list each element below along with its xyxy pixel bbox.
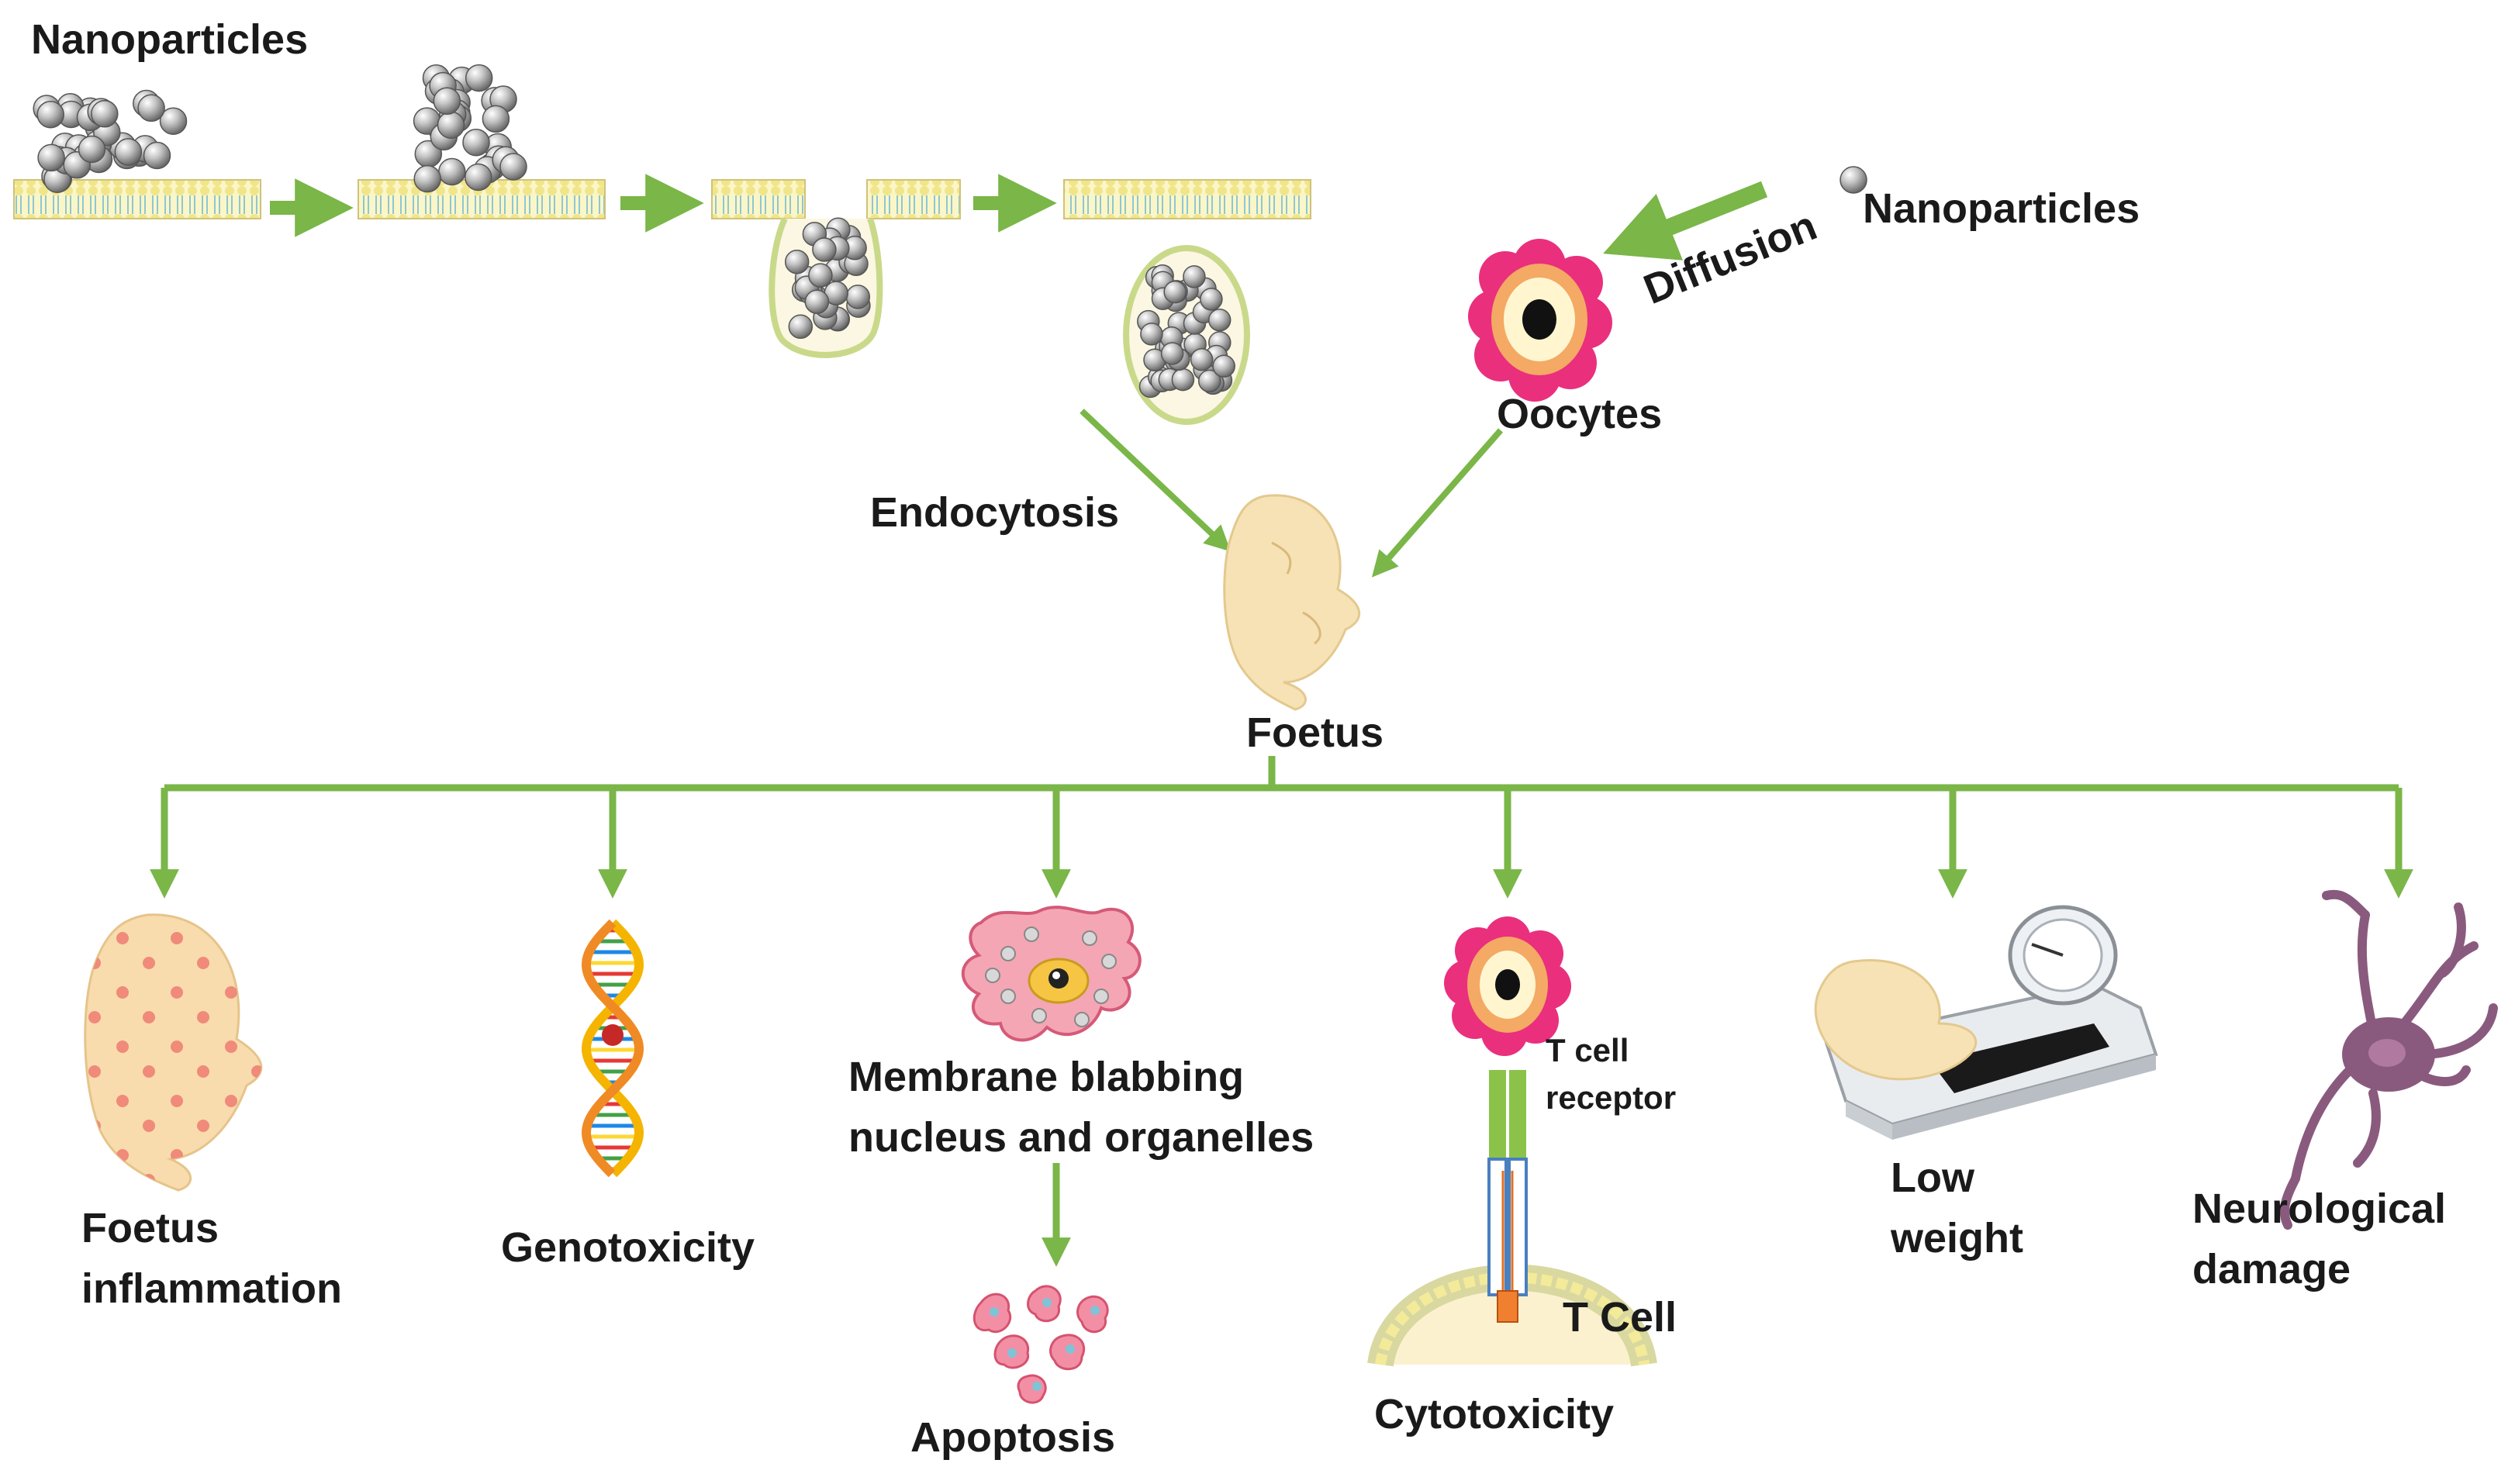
t-cell-icon xyxy=(1367,916,1657,1368)
nanoparticle-cluster-icon xyxy=(33,89,188,193)
t-cell-receptor-label: T cell receptor xyxy=(1546,1032,1677,1116)
to-foetus-arrows xyxy=(1080,409,1504,578)
low-weight-label: Low weight xyxy=(1891,1154,2023,1262)
foetus-icon xyxy=(1223,494,1360,711)
foetus-label: Foetus xyxy=(1246,709,1384,756)
blebbing-cell-icon xyxy=(961,906,1142,1042)
nanoparticles-label-right: Nanoparticles xyxy=(1863,185,2140,232)
oocytes-label: Oocytes xyxy=(1497,391,1663,437)
nanoparticle-cluster-icon xyxy=(413,64,527,193)
membrane-blabbing-label: Membrane blabbing nucleus and organelles xyxy=(848,1054,1314,1161)
process-arrows xyxy=(270,174,1057,237)
t-cell-label: T Cell xyxy=(1563,1294,1677,1341)
oocyte-icon xyxy=(1468,239,1612,402)
cytotoxicity-label: Cytotoxicity xyxy=(1374,1391,1615,1437)
inflamed-foetus-icon xyxy=(84,913,263,1192)
neuron-icon xyxy=(2279,889,2498,1230)
dna-helix-icon xyxy=(581,919,644,1178)
foetus-inflammation-label: Foetus inflammation xyxy=(81,1205,343,1313)
genotoxicity-label: Genotoxicity xyxy=(501,1224,755,1271)
neurological-damage-label: Neurological damage xyxy=(2192,1185,2447,1293)
effects-bus xyxy=(150,756,2413,1267)
diffusion-arrow xyxy=(1603,181,1768,261)
weighing-scale-icon xyxy=(1814,905,2158,1140)
apoptotic-bodies-icon xyxy=(972,1285,1109,1404)
single-nanoparticle-icon xyxy=(1840,166,1867,194)
endocytic-vesicle-icon xyxy=(784,217,871,340)
apoptosis-label: Apoptosis xyxy=(910,1414,1115,1461)
endocytosis-label: Endocytosis xyxy=(870,489,1120,536)
endocytic-vesicle-icon xyxy=(1137,264,1235,399)
nanoparticles-label-top: Nanoparticles xyxy=(31,16,309,63)
